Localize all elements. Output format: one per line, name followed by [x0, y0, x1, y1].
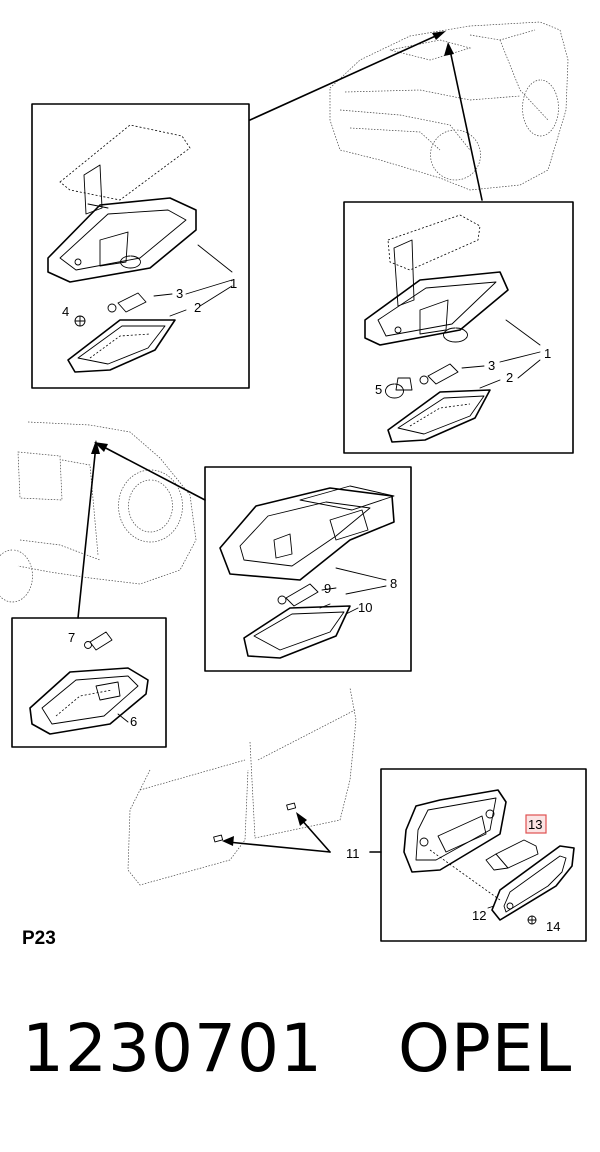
box-rear-lamp-small — [11, 617, 167, 748]
part-number: 1230701 — [22, 1010, 323, 1087]
callout-11: 11 — [346, 846, 360, 861]
callout-13-highlight — [525, 814, 547, 834]
callout-9: 9 — [324, 581, 331, 596]
pointer-arrows — [77, 31, 483, 853]
callout-2-front: 2 — [194, 300, 201, 315]
callout-8: 8 — [390, 576, 397, 591]
callout-labels: 1 2 3 4 1 2 3 5 6 7 8 9 10 11 12 13 14 — [62, 276, 560, 934]
parts-diagram: 1 2 3 4 1 2 3 5 6 7 8 9 10 11 12 13 14 — [0, 21, 587, 942]
vehicle-rear-view — [0, 421, 197, 603]
callout-3-front: 3 — [176, 286, 183, 301]
box-door-courtesy-lamp — [380, 768, 587, 942]
page-code-label: P23 — [22, 928, 56, 949]
callout-4: 4 — [62, 304, 69, 319]
callout-10: 10 — [358, 600, 372, 615]
vehicle-front-view — [329, 21, 569, 191]
brand-name: OPEL — [398, 1010, 573, 1087]
callout-1-rear: 1 — [544, 346, 551, 361]
door-panels — [127, 687, 357, 886]
callout-13[interactable]: 13 — [528, 817, 542, 832]
callout-12: 12 — [472, 908, 486, 923]
callout-7: 7 — [68, 630, 75, 645]
callout-1-front: 1 — [230, 276, 237, 291]
callout-6: 6 — [130, 714, 137, 729]
callout-5: 5 — [375, 382, 382, 397]
callout-3-rear: 3 — [488, 358, 495, 373]
callout-14: 14 — [546, 919, 560, 934]
box-front-dome-lamp — [31, 103, 250, 389]
box-rear-dome-lamp — [343, 201, 574, 454]
box-cargo-lamp — [204, 466, 412, 672]
callout-2-rear: 2 — [506, 370, 513, 385]
